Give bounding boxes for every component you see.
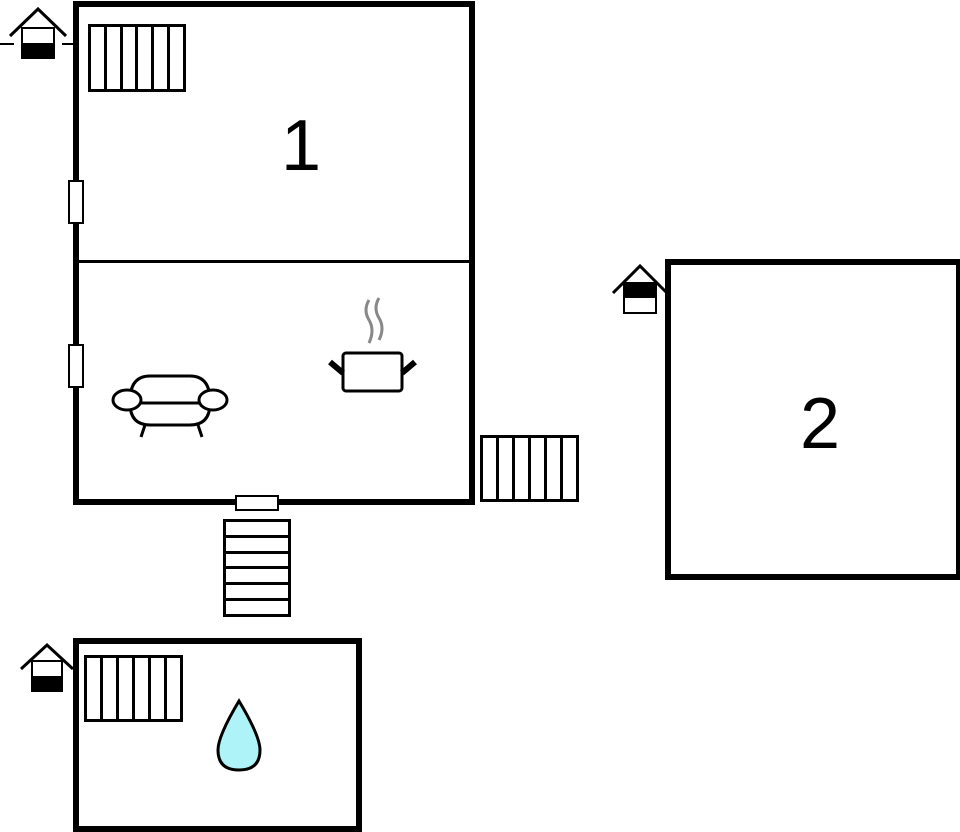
- entry-staircase-icon: [223, 519, 291, 617]
- building-1-label: 1: [281, 106, 322, 186]
- sofa-icon: [111, 374, 229, 438]
- water-drop-icon: [216, 698, 262, 772]
- building-2-outline: [665, 259, 960, 580]
- building-2-label: 2: [800, 384, 841, 464]
- entrance-house-icon: [19, 642, 75, 692]
- entrance-house-icon: [0, 6, 75, 59]
- staircase-icon: [84, 655, 183, 722]
- window-left-lower: [68, 344, 84, 388]
- side-staircase-icon: [480, 435, 579, 502]
- window-left-upper: [68, 180, 84, 224]
- staircase-icon: [88, 24, 186, 92]
- cooking-pot-icon: [328, 297, 417, 393]
- door-bottom: [235, 495, 279, 511]
- building-1-divider-wall: [79, 260, 469, 263]
- entrance-house-icon: [611, 263, 669, 314]
